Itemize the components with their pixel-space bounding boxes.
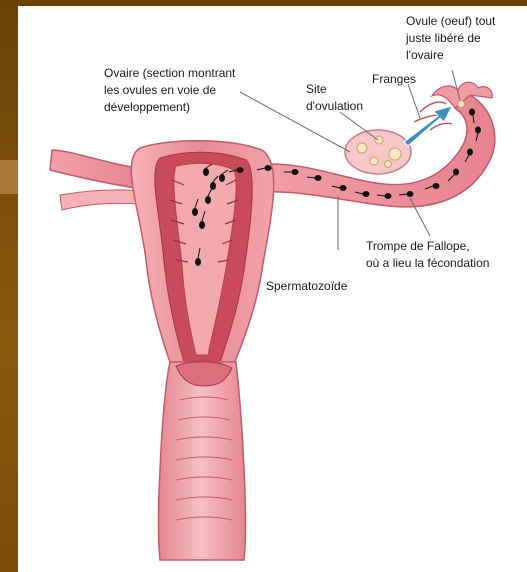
label-ovule: Ovule (oeuf) tout juste libéré de l'ovai… — [405, 14, 499, 62]
released-ovum — [458, 101, 465, 108]
label-ovaire: Ovaire (section montrant les ovules en v… — [104, 66, 239, 114]
label-spermatozoide: Spermatozoïde — [266, 279, 348, 293]
label-franges: Franges — [372, 72, 416, 86]
label-site-ovulation: Site d'ovulation — [306, 82, 363, 113]
label-trompe: Trompe de Fallope, où a lieu la fécondat… — [366, 239, 489, 270]
vagina — [159, 362, 246, 560]
ovulation-arrow — [404, 106, 452, 146]
